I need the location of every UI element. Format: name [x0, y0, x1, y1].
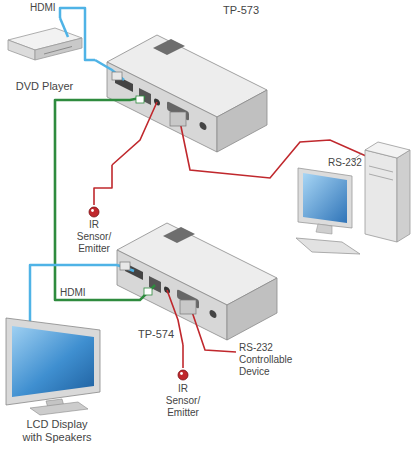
player-front: [8, 40, 35, 60]
node-label: IR Sensor/ Emitter: [161, 383, 205, 419]
cable-plug: [136, 96, 144, 103]
disc-slot: [44, 47, 72, 55]
ir-emitter-dot: [89, 207, 99, 217]
ir-highlight: [91, 209, 94, 212]
unit-side: [227, 278, 277, 340]
unit-front: [107, 62, 217, 152]
node-label: LCD Display with Speakers: [17, 418, 97, 444]
device-node: LCD Display with Speakers: [2, 312, 112, 452]
device-node: DVD Player: [2, 18, 87, 96]
cable-plug: [120, 262, 130, 270]
serial-plug: [170, 112, 186, 126]
pc-monitor: [298, 168, 352, 228]
device-node: TP-573: [95, 2, 270, 165]
transmitter-unit: [107, 35, 267, 152]
display-frame: [6, 318, 100, 405]
ir-highlight: [180, 372, 183, 375]
display-screen: [12, 326, 94, 397]
unit-side: [217, 90, 267, 152]
cable-label: HDMI: [60, 287, 88, 299]
network-cable: [117, 285, 155, 300]
video-cable: [29, 312, 32, 322]
port-panel: [125, 263, 217, 321]
drive-bay: [369, 166, 393, 172]
node-label: DVD Player: [2, 80, 87, 93]
pc-tower: [365, 150, 397, 242]
ir-wire: [112, 102, 157, 165]
port-panel: [115, 75, 207, 133]
unit-front: [117, 250, 227, 340]
serial-cable: [178, 112, 366, 178]
power-jack: [200, 121, 207, 132]
node-label: IR Sensor/ Emitter: [72, 219, 116, 255]
cable-plug: [112, 72, 122, 80]
cable-plug: [144, 288, 152, 295]
ir-node: IR Sensor/ Emitter: [150, 368, 216, 434]
cable-label: HDMI: [30, 2, 58, 14]
player-side: [35, 38, 82, 60]
node-label: TP-574: [138, 328, 183, 341]
annotation-label: RS-232 Controllable Device: [239, 342, 309, 378]
video-cable: [60, 18, 68, 37]
cable-connector: [94, 165, 112, 205]
annotation-label: RS-232: [328, 157, 364, 169]
pc-keyboard: [296, 238, 360, 254]
pc-stand: [316, 224, 332, 234]
cable-connector: [30, 265, 117, 312]
ir-node: IR Sensor/ Emitter: [72, 205, 116, 263]
ir-emitter-dot: [178, 370, 188, 380]
cable-connector: [60, 8, 95, 60]
cable-connector: [182, 345, 184, 368]
pc-tower-top: [365, 142, 410, 158]
power-jack: [210, 309, 217, 320]
pc-tower-side: [397, 150, 410, 242]
serial-plug: [180, 300, 196, 314]
unit-plate: [163, 227, 195, 243]
device-node: TP-574: [117, 190, 292, 345]
display-base: [30, 402, 88, 415]
cable-connector: [55, 100, 117, 300]
drive-bay: [369, 174, 393, 180]
node-label: TP-573: [223, 4, 268, 17]
pc-screen: [303, 173, 347, 223]
receiver-unit: [117, 223, 277, 340]
video-cable: [95, 60, 124, 80]
unit-plate: [153, 39, 185, 55]
